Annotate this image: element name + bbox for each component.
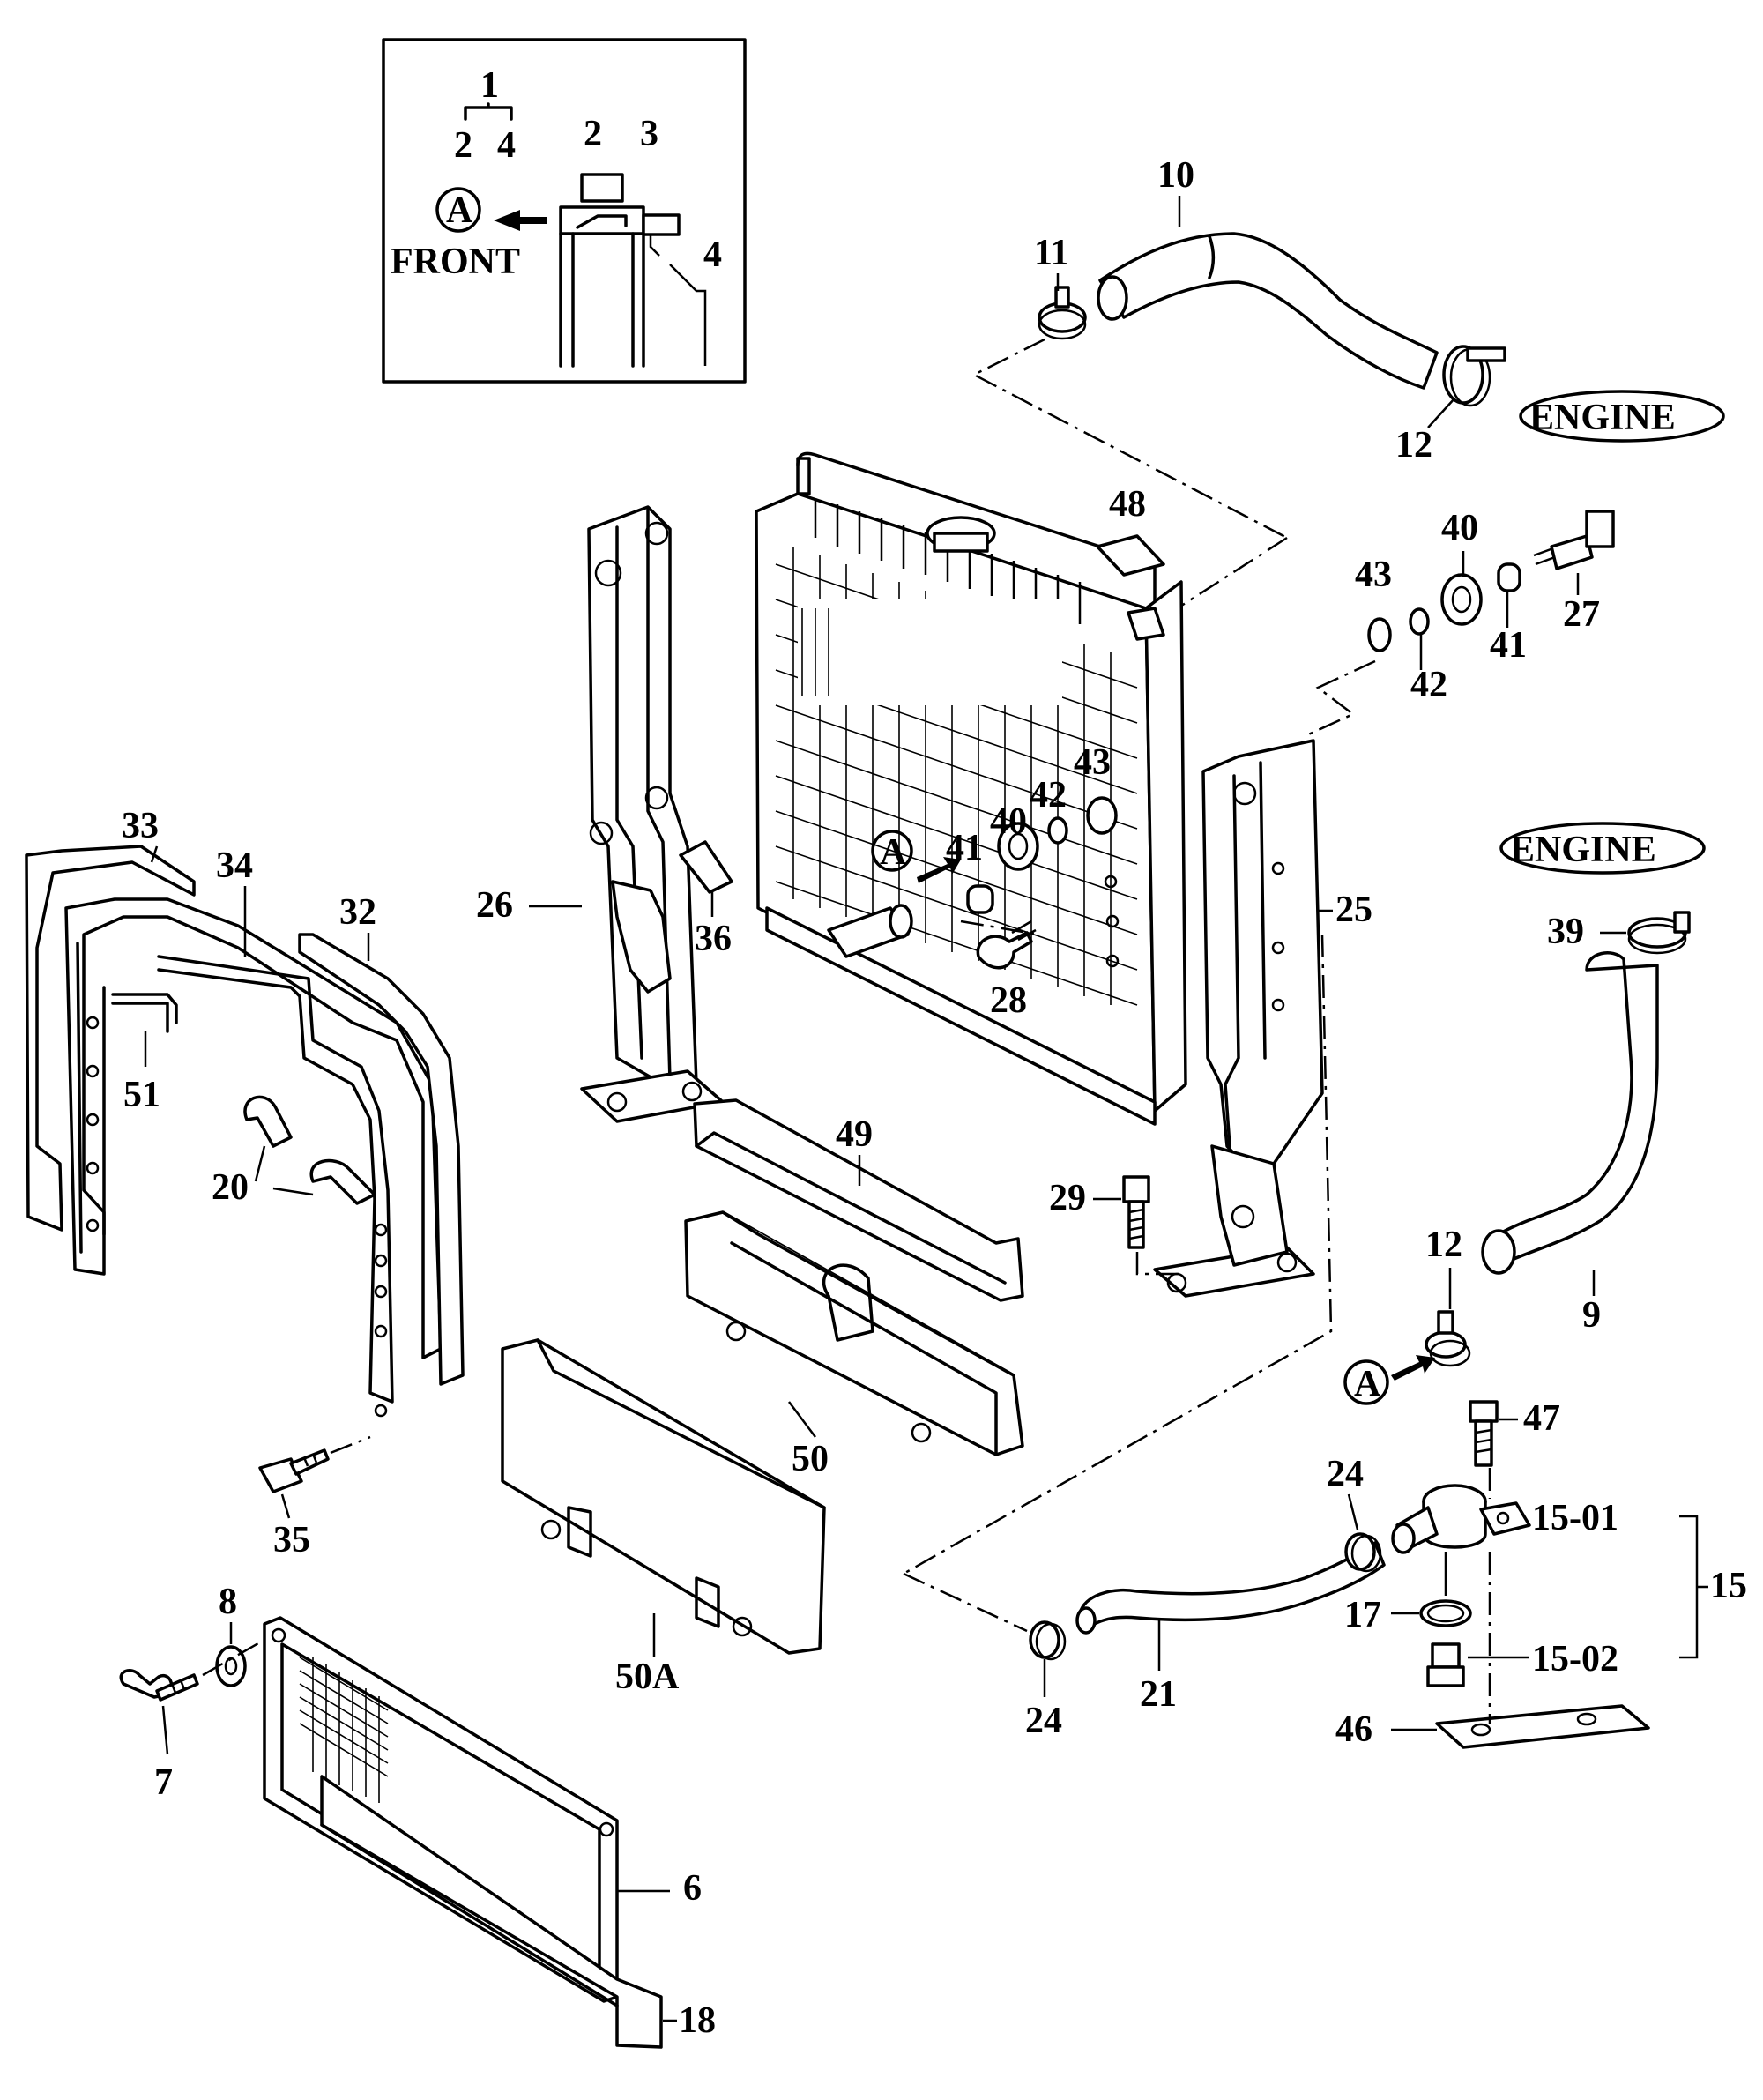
inset-callout-1: 1 [480,65,499,106]
hose-clamp-11 [1038,286,1087,340]
bracket-15: 15 [1679,1515,1747,1659]
inset-view-letter: A [446,190,473,231]
label-24-left: 24 [1025,1701,1062,1741]
label-21: 21 [1140,1674,1177,1715]
inset-label-2: 2 [584,114,602,154]
label-40-upper: 40 [1441,508,1478,548]
label-32: 32 [339,892,376,933]
foam-18: 18 [320,1775,716,2049]
hose-clamp-12-lower: 12 [1425,1225,1471,1367]
label-27: 27 [1563,594,1600,635]
label-25: 25 [1335,890,1372,930]
bolt-35: 35 [258,1435,371,1560]
inset-callout-4: 4 [497,125,516,166]
bolt-29: 29 [1049,1175,1181,1276]
part-48-pad: 48 [1096,484,1165,577]
label-10: 10 [1157,155,1194,196]
label-15: 15 [1710,1566,1747,1606]
label-43-upper: 43 [1355,555,1392,595]
front-label: FRONT [391,242,520,282]
label-34: 34 [216,845,253,886]
foam-50A: 50A [501,1338,826,1697]
label-49: 49 [836,1114,873,1155]
wing-bolt-7: 7 [119,1669,199,1803]
engine-text-lower: ENGINE [1510,830,1656,870]
label-39: 39 [1547,912,1584,952]
engine-label-lower: ENGINE [1499,822,1706,875]
seal-32: 32 [298,892,465,1386]
label-42-upper: 42 [1410,665,1447,705]
label-28: 28 [990,980,1027,1021]
upper-hose-assembly: 10 11 12 [971,155,1506,619]
label-29: 29 [1049,1178,1086,1218]
label-17: 17 [1344,1595,1381,1635]
clip-20: 20 [212,1095,376,1208]
view-a-marker-center: A [871,830,961,883]
label-41-center: 41 [946,828,983,868]
washer-8: 8 [202,1582,265,1687]
engine-label-upper: ENGINE [1519,390,1725,443]
engine-text-upper: ENGINE [1529,398,1676,438]
label-18: 18 [679,2000,716,2041]
label-43-center: 43 [1074,742,1111,783]
label-15-02: 15-02 [1532,1639,1618,1679]
seal-33: 33 [25,806,196,1232]
label-12-upper: 12 [1395,425,1432,465]
label-42-center: 42 [1030,775,1067,815]
view-letter-lower: A [1354,1364,1381,1404]
label-47: 47 [1523,1398,1560,1439]
hose-clamp-39: 39 [1547,911,1691,955]
label-40-center: 40 [990,801,1027,842]
label-9: 9 [1582,1295,1601,1336]
label-8: 8 [219,1582,237,1622]
label-11: 11 [1034,233,1069,273]
view-a-marker-lower: A [1343,1355,1435,1405]
view-a-marker [435,187,481,233]
shroud-plate-inner [157,955,394,1418]
part-36-pad: 36 [679,840,733,959]
bolt-47: 47 [1469,1398,1560,1467]
drain-hose-21: 21 [1075,1541,1386,1715]
inset-label-4: 4 [703,235,722,275]
label-33: 33 [122,806,159,846]
label-6: 6 [683,1868,702,1909]
foam-49: 49 [693,1098,1024,1302]
center-fastener-stack: 43 42 40 41 28 [946,742,1118,1021]
drain-cock-15-01: 15-01 [1391,1484,1618,1554]
hose-clamp-12-upper [1442,345,1506,407]
hose-clamp-24-left: 24 [903,1572,1067,1741]
label-15-01: 15-01 [1532,1498,1618,1538]
front-arrow [494,210,547,231]
label-46: 46 [1335,1709,1372,1750]
label-50: 50 [792,1439,829,1479]
lower-hose-9: 9 [1481,951,1659,1336]
upper-fastener-stack: 43 42 40 41 27 [1304,508,1615,738]
radiator-core [755,451,1187,1126]
label-51: 51 [123,1075,160,1115]
label-35: 35 [273,1520,310,1560]
right-stay-25: 25 [903,739,1372,1575]
label-20: 20 [212,1167,249,1208]
hose-clamp-24-right: 24 [1327,1454,1382,1573]
inset-detail-box: 1 2 4 2 3 4 A FRONT [382,38,747,384]
label-26: 26 [476,885,513,926]
foam-50: 50 [684,1210,1024,1479]
label-48: 48 [1109,484,1146,525]
label-41-upper: 41 [1490,625,1527,666]
label-7: 7 [154,1762,173,1803]
inset-callout-2: 2 [454,125,472,166]
bracket-51: 51 [111,993,178,1115]
view-letter-center: A [880,832,907,873]
inset-label-3: 3 [640,114,658,154]
label-50A: 50A [615,1657,680,1697]
label-24-right: 24 [1327,1454,1364,1494]
o-ring-17: 17 [1344,1552,1472,1635]
drain-plug-15-02: 15-02 [1426,1639,1618,1687]
plate-46: 46 [1335,1468,1650,1750]
left-stay-26: 26 [476,505,725,1123]
shroud-34: 34 [64,845,443,1359]
label-36: 36 [695,919,732,959]
label-12-lower: 12 [1425,1225,1462,1265]
